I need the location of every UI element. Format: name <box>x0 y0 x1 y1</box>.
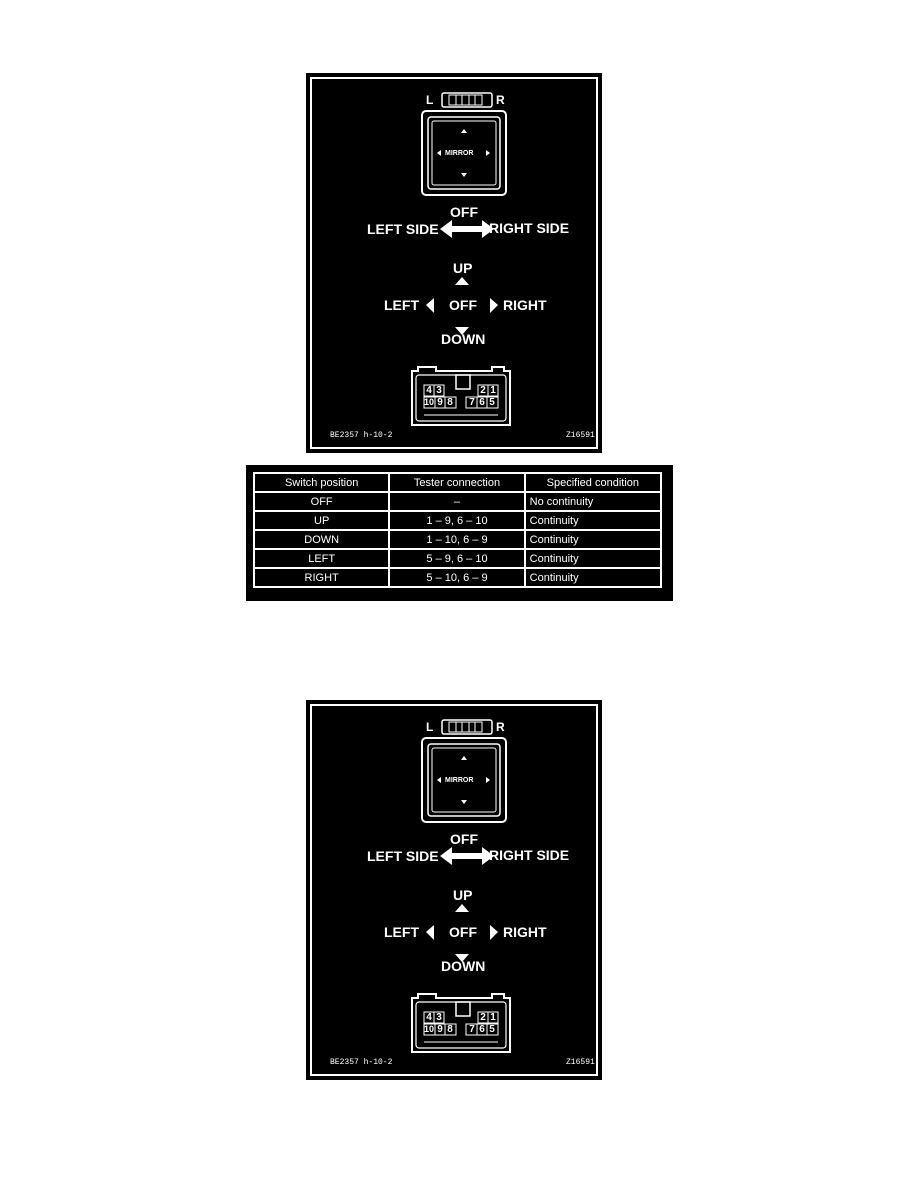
mirror-label: MIRROR <box>445 777 474 784</box>
up-label: UP <box>453 887 473 903</box>
down-label: DOWN <box>441 331 486 347</box>
table-row: DOWN 1 – 10, 6 – 9 Continuity <box>252 529 663 550</box>
right-side-label: RIGHT SIDE <box>489 220 570 236</box>
mirror-label: MIRROR <box>445 150 474 157</box>
right-selector-label: R <box>496 720 505 734</box>
left-side-label: LEFT SIDE <box>367 848 439 864</box>
left-label: LEFT <box>384 297 419 313</box>
specification-table-frame: Switch position Tester connection Specif… <box>246 465 673 601</box>
left-label: LEFT <box>384 924 419 940</box>
pin-label: 10 <box>424 397 435 407</box>
tester-connection-cell: 5 – 10, 6 – 9 <box>388 567 526 588</box>
pin-label: 9 <box>437 1024 443 1035</box>
up-label: UP <box>453 260 473 276</box>
left-selector-label: L <box>426 93 434 107</box>
off-mid-label: OFF <box>449 297 477 313</box>
pin-label: 2 <box>480 1012 486 1023</box>
left-side-label: LEFT SIDE <box>367 221 439 237</box>
specified-condition-cell: Continuity <box>523 548 663 569</box>
figure-code-left: BE2357 h-10-2 <box>330 1058 393 1067</box>
off-top-label: OFF <box>450 204 478 220</box>
tester-connection-cell: 1 – 9, 6 – 10 <box>388 510 526 531</box>
pin-label: 7 <box>469 397 475 408</box>
switch-diagram-2: L R MIRROR OFF LEFT SIDE RIGHT SIDE UP L… <box>306 700 602 1080</box>
switch-position-cell: DOWN <box>252 529 391 550</box>
right-selector-label: R <box>496 93 505 107</box>
column-header-specified-condition: Specified condition <box>523 472 663 493</box>
column-header-switch-position: Switch position <box>252 472 391 493</box>
column-header-tester-connection: Tester connection <box>388 472 526 493</box>
table-header-row: Switch position Tester connection Specif… <box>252 472 663 493</box>
switch-diagram-1: L R MIRROR OFF LEFT SIDE RIGHT SIDE UP L… <box>306 73 602 453</box>
pin-label: 4 <box>426 1012 432 1023</box>
switch-position-cell: LEFT <box>252 548 391 569</box>
right-side-label: RIGHT SIDE <box>489 847 570 863</box>
switch-position-cell: UP <box>252 510 391 531</box>
pin-label: 8 <box>447 1024 453 1035</box>
figure-code-right: Z16591 <box>566 1058 595 1067</box>
table-row: RIGHT 5 – 10, 6 – 9 Continuity <box>252 567 663 588</box>
off-top-label: OFF <box>450 831 478 847</box>
figure-code-right: Z16591 <box>566 431 595 440</box>
pin-label: 5 <box>489 397 495 408</box>
right-label: RIGHT <box>503 297 547 313</box>
pin-label: 3 <box>436 1012 442 1023</box>
specified-condition-cell: Continuity <box>523 510 663 531</box>
specified-condition-cell: No continuity <box>523 491 663 512</box>
table-row: OFF – No continuity <box>252 491 663 512</box>
table-row: LEFT 5 – 9, 6 – 10 Continuity <box>252 548 663 569</box>
right-label: RIGHT <box>503 924 547 940</box>
pin-label: 5 <box>489 1024 495 1035</box>
pin-label: 7 <box>469 1024 475 1035</box>
pin-label: 6 <box>479 397 485 408</box>
pin-label: 9 <box>437 397 443 408</box>
table-row: UP 1 – 9, 6 – 10 Continuity <box>252 510 663 531</box>
off-mid-label: OFF <box>449 924 477 940</box>
pin-label: 4 <box>426 385 432 396</box>
pin-label: 1 <box>490 1012 496 1023</box>
specified-condition-cell: Continuity <box>523 567 663 588</box>
specification-table: Switch position Tester connection Specif… <box>252 472 663 588</box>
tester-connection-cell: 5 – 9, 6 – 10 <box>388 548 526 569</box>
switch-illustration <box>411 719 511 1053</box>
switch-position-cell: OFF <box>252 491 391 512</box>
pin-label: 3 <box>436 385 442 396</box>
pin-label: 8 <box>447 397 453 408</box>
switch-position-cell: RIGHT <box>252 567 391 588</box>
specified-condition-cell: Continuity <box>523 529 663 550</box>
tester-connection-cell: 1 – 10, 6 – 9 <box>388 529 526 550</box>
switch-illustration <box>411 92 511 426</box>
down-label: DOWN <box>441 958 486 974</box>
pin-label: 10 <box>424 1024 435 1034</box>
pin-label: 1 <box>490 385 496 396</box>
pin-label: 2 <box>480 385 486 396</box>
figure-code-left: BE2357 h-10-2 <box>330 431 393 440</box>
left-selector-label: L <box>426 720 434 734</box>
tester-connection-cell: – <box>388 491 526 512</box>
pin-label: 6 <box>479 1024 485 1035</box>
